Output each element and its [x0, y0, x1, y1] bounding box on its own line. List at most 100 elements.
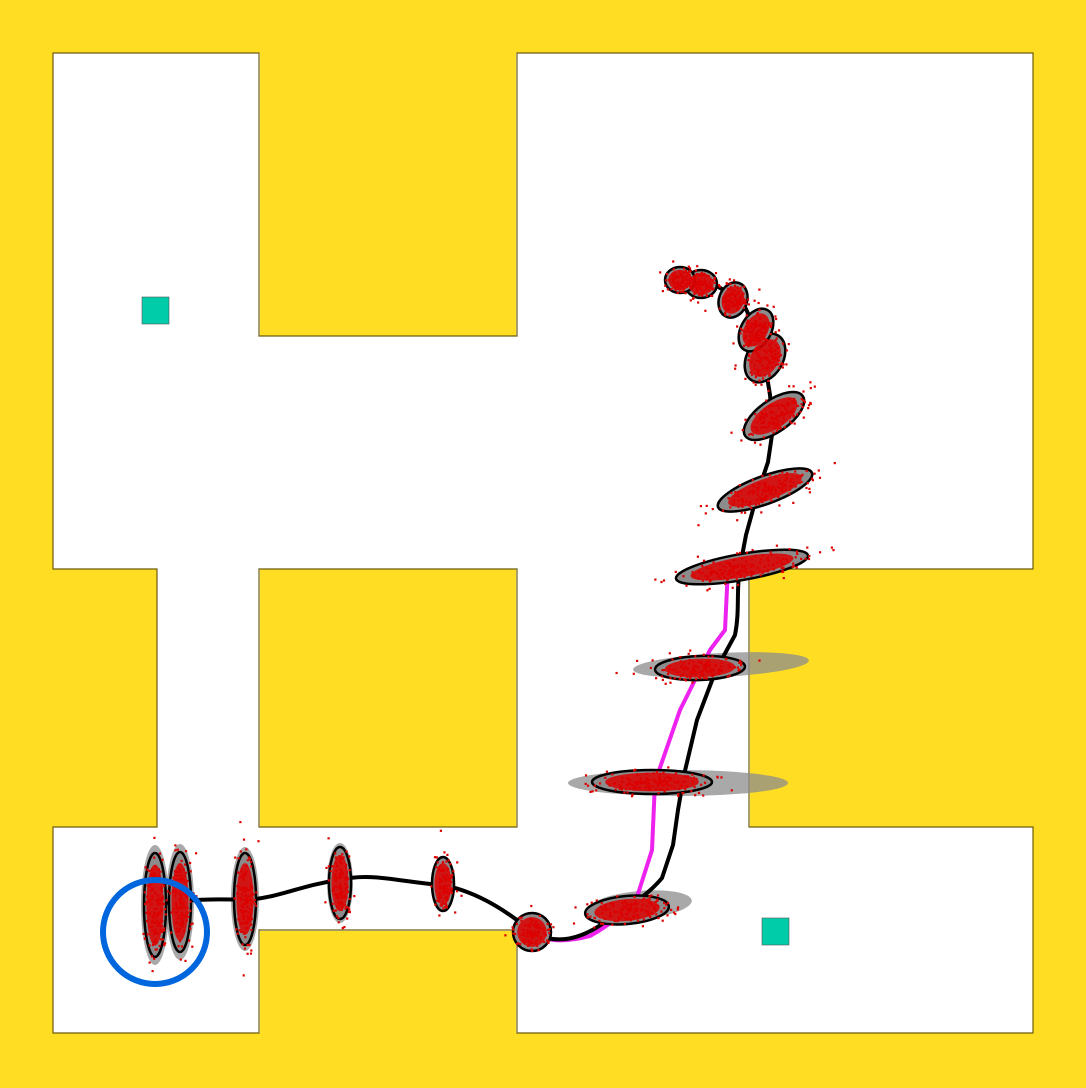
particle — [623, 791, 626, 794]
particle — [148, 944, 151, 947]
particle — [159, 887, 162, 890]
particle — [755, 322, 758, 325]
particle — [679, 270, 682, 273]
particle — [586, 916, 589, 919]
particle — [160, 889, 164, 893]
particle — [818, 476, 822, 479]
particle — [662, 579, 666, 582]
particle — [772, 420, 775, 423]
particle — [680, 674, 683, 678]
particle — [179, 958, 182, 961]
particle — [331, 887, 334, 890]
particle — [673, 677, 676, 680]
particle — [711, 508, 714, 511]
particle — [637, 780, 640, 783]
particle — [743, 566, 747, 569]
particle — [250, 923, 253, 926]
particle — [632, 914, 635, 918]
particle — [753, 485, 756, 488]
particle — [433, 856, 437, 859]
particle — [236, 871, 240, 874]
particle — [240, 888, 243, 891]
particle — [180, 914, 183, 917]
particle — [696, 288, 699, 291]
particle — [698, 671, 701, 674]
particle — [153, 957, 156, 960]
particle — [767, 349, 770, 352]
particle — [770, 349, 773, 352]
particle — [335, 869, 338, 872]
particle — [325, 866, 328, 869]
particle — [443, 891, 446, 894]
particle — [443, 884, 446, 887]
particle — [679, 660, 683, 663]
particle — [750, 332, 754, 335]
particle — [729, 562, 732, 565]
particle — [178, 907, 182, 910]
particle — [764, 325, 767, 328]
particle — [772, 431, 775, 434]
particle — [632, 786, 635, 790]
particle — [340, 857, 343, 860]
particle — [768, 345, 771, 348]
particle — [767, 556, 770, 559]
particle — [762, 342, 765, 345]
particle — [688, 267, 692, 270]
particle — [806, 546, 809, 549]
particle — [748, 355, 751, 358]
particle — [244, 932, 247, 935]
particle — [781, 421, 784, 424]
particle — [242, 903, 245, 906]
particle — [682, 286, 685, 289]
particle — [443, 892, 446, 895]
particle — [682, 673, 685, 676]
particle — [235, 928, 238, 931]
particle — [779, 559, 782, 562]
particle — [523, 940, 526, 944]
particle — [753, 337, 756, 340]
particle — [626, 791, 629, 794]
particle — [672, 286, 675, 289]
particle — [784, 485, 787, 488]
particle — [175, 927, 178, 930]
particle — [247, 895, 251, 898]
particle — [766, 557, 769, 560]
particle — [652, 912, 655, 915]
particle — [757, 502, 760, 505]
particle — [517, 942, 520, 945]
particle — [749, 371, 752, 374]
particle — [348, 897, 351, 900]
particle — [750, 574, 753, 577]
particle — [243, 947, 246, 950]
particle — [768, 474, 771, 477]
particle — [795, 566, 798, 569]
particle — [440, 904, 444, 907]
particle — [149, 883, 152, 886]
particle — [630, 903, 633, 906]
particle — [811, 479, 814, 482]
particle — [720, 572, 723, 575]
particle — [758, 379, 761, 382]
particle — [340, 901, 343, 904]
particle — [730, 288, 733, 291]
particle — [679, 290, 682, 293]
particle — [665, 273, 669, 276]
particle — [773, 427, 776, 430]
particle — [185, 919, 189, 922]
particle — [750, 360, 753, 363]
particle — [803, 400, 806, 404]
particle — [160, 908, 163, 911]
particle — [160, 885, 163, 888]
particle — [779, 354, 782, 357]
particle — [527, 935, 530, 938]
particle — [746, 328, 749, 331]
particle — [177, 945, 180, 948]
particle — [710, 287, 713, 290]
particle — [246, 914, 249, 918]
particle — [445, 891, 448, 894]
particle — [524, 924, 527, 927]
particle — [723, 299, 727, 302]
particle — [747, 320, 750, 323]
particle — [813, 385, 816, 388]
particle — [756, 486, 759, 489]
